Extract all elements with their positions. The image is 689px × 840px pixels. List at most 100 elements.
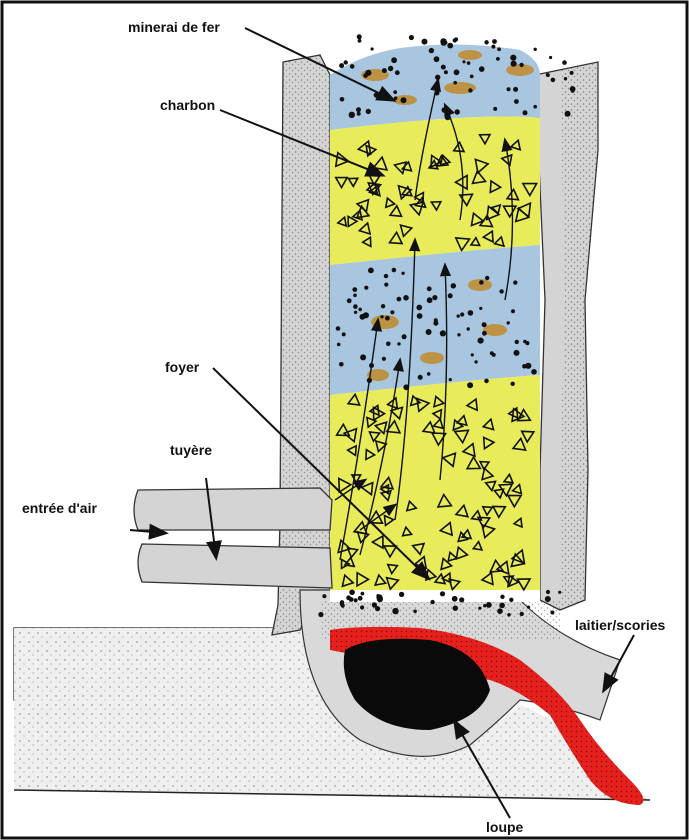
ore-dot	[339, 63, 344, 68]
ore-dot	[347, 298, 352, 303]
ore-dot	[534, 48, 537, 51]
ore-dot	[513, 87, 518, 92]
ore-dot	[459, 597, 464, 602]
ore-dot	[570, 71, 574, 75]
ore-dot	[391, 57, 397, 63]
ore-dot	[511, 309, 515, 313]
ore-dot	[496, 57, 500, 61]
ore-dot	[467, 382, 473, 388]
ore-dot	[402, 334, 407, 339]
ore-dot	[350, 64, 355, 69]
ore-dot	[478, 607, 481, 610]
ore-dot	[467, 327, 470, 330]
ore-dot	[392, 608, 398, 614]
ore-dot	[455, 109, 460, 114]
ore-dot	[382, 68, 387, 73]
ore-dot	[353, 294, 357, 298]
ore-dot	[397, 342, 400, 345]
ore-dot	[339, 362, 344, 367]
ore-dot	[352, 287, 357, 292]
ore-dot	[371, 47, 374, 50]
ore-dot	[413, 610, 417, 614]
ore-dot	[493, 107, 497, 111]
ore-dot	[551, 78, 556, 83]
ore-dot	[510, 61, 516, 67]
ore-dot	[457, 314, 460, 317]
ore-dot	[468, 88, 472, 92]
ore-dot	[546, 590, 550, 594]
ore-dot	[507, 613, 511, 617]
ore-dot	[409, 35, 414, 40]
ore-dot	[507, 87, 511, 91]
ore-dot	[482, 331, 487, 336]
ore-dot	[417, 313, 423, 319]
ore-dot	[474, 360, 477, 363]
ore-dot	[440, 38, 446, 44]
ore-dot	[497, 608, 503, 614]
ore-dot	[531, 369, 537, 375]
ore-dot	[491, 45, 495, 49]
ore-dot	[479, 66, 485, 72]
ore-dot	[385, 316, 390, 321]
ore-dot	[434, 56, 440, 62]
ore-dot	[470, 75, 474, 79]
ore-dot	[354, 311, 357, 314]
ore-dot	[486, 602, 492, 608]
ore-dot	[366, 109, 371, 114]
ore-dot	[341, 604, 345, 608]
ore-dot	[384, 274, 388, 278]
ore-dot	[510, 55, 516, 61]
ore-dot	[514, 350, 520, 356]
ore-dot	[447, 43, 453, 49]
ore-dot	[523, 110, 528, 115]
ore-dot	[390, 310, 394, 314]
ore-dot	[549, 56, 552, 59]
label-foyer: foyer	[165, 359, 200, 375]
ore-dot	[525, 363, 531, 369]
ore-dot	[454, 69, 460, 75]
ore-dot	[360, 354, 366, 360]
ore-dot	[340, 97, 345, 102]
ore-dot	[401, 97, 407, 103]
ore-dot	[449, 378, 452, 381]
ore-dot	[497, 47, 501, 51]
ore-dot	[381, 304, 385, 308]
ore-dot	[368, 268, 374, 274]
ore-dot	[507, 321, 510, 324]
ore-dot	[451, 283, 456, 288]
label-minerai: minerai de fer	[128, 19, 220, 35]
ore-dot	[571, 89, 575, 93]
ore-dot	[372, 602, 377, 607]
ore-dot	[479, 307, 482, 310]
ore-dot	[361, 592, 365, 596]
ore-dot	[392, 268, 397, 273]
label-entree-air: entrée d'air	[22, 500, 97, 516]
ore-dot	[515, 340, 519, 344]
ore-dot	[484, 40, 488, 44]
tuyere-lower	[138, 544, 332, 588]
ore-dot	[482, 322, 487, 327]
ore-dot	[457, 333, 460, 336]
ore-dot	[509, 598, 513, 602]
ore-dot	[418, 375, 423, 380]
ore-dot	[344, 60, 348, 64]
ore-dot	[462, 60, 465, 63]
ore-dot	[453, 606, 458, 611]
ore-dot	[460, 312, 464, 316]
ore-dot	[349, 590, 355, 596]
ore-dot	[358, 308, 362, 312]
ore-dot	[427, 372, 431, 376]
label-tuyere: tuyère	[170, 442, 212, 458]
charcoal-layer-upper	[330, 117, 540, 266]
ore-dot	[422, 39, 428, 45]
ore-dot	[354, 598, 358, 602]
ore-dot	[546, 73, 550, 77]
ore-dot	[468, 310, 474, 316]
ore-dot	[360, 605, 364, 609]
ore-dot	[485, 276, 489, 280]
ore-dot	[358, 596, 363, 601]
ore-dot	[492, 39, 497, 44]
ore-dot	[467, 61, 471, 65]
ore-dot	[364, 286, 368, 290]
